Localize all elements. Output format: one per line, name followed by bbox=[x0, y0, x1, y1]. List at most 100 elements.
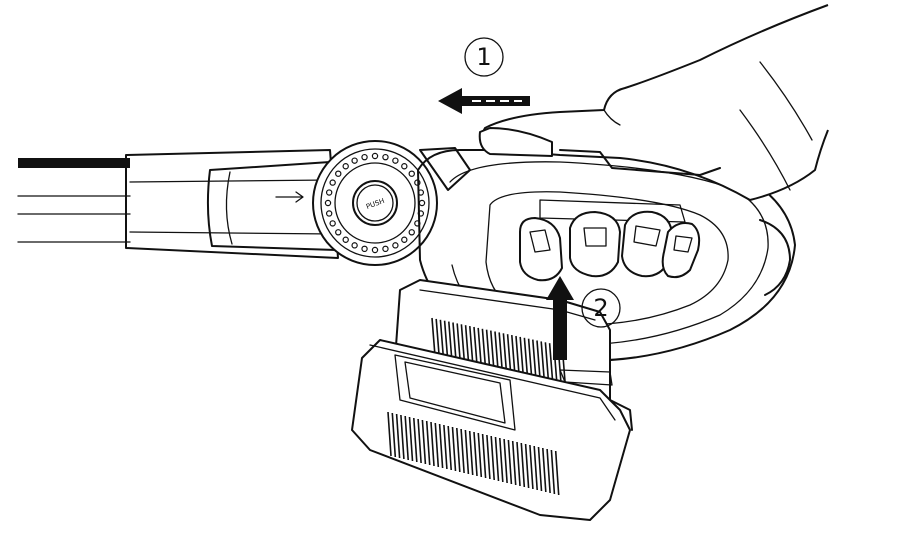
vent-slot bbox=[421, 419, 427, 465]
knob-notch bbox=[392, 242, 399, 249]
step-2-number: 2 bbox=[593, 294, 608, 322]
knob-notch bbox=[361, 245, 368, 253]
vent-slot bbox=[469, 326, 474, 365]
vent-slot bbox=[435, 318, 440, 357]
knob-notch bbox=[335, 170, 342, 177]
knob-notch bbox=[408, 170, 415, 177]
vent-slot bbox=[391, 412, 397, 458]
knob-notch bbox=[324, 199, 332, 207]
vent-slot bbox=[542, 447, 547, 493]
vent-slot bbox=[451, 426, 457, 472]
step-1-number: 1 bbox=[476, 43, 491, 71]
vent-slot bbox=[507, 439, 513, 485]
vent-slot bbox=[486, 434, 491, 480]
knob-notch bbox=[351, 157, 358, 164]
vent-slot bbox=[404, 415, 409, 461]
knob-notch bbox=[392, 157, 399, 164]
vent-slot bbox=[464, 429, 470, 475]
vent-slot bbox=[452, 322, 457, 361]
vent-slot bbox=[554, 450, 560, 496]
vent-slot bbox=[533, 445, 538, 491]
vent-slot bbox=[473, 431, 478, 477]
vent-slot bbox=[448, 321, 453, 360]
vent-slot bbox=[413, 417, 418, 463]
vent-slot bbox=[468, 430, 474, 476]
knob-notch bbox=[329, 220, 336, 227]
vent-slot bbox=[438, 423, 444, 469]
vent-slot bbox=[523, 337, 529, 376]
knob-notch bbox=[382, 245, 389, 253]
vent-slot bbox=[494, 331, 499, 370]
vent-slot bbox=[550, 449, 556, 495]
knob-notch bbox=[371, 152, 379, 160]
battery-pack bbox=[351, 279, 633, 521]
vent-slot bbox=[430, 421, 435, 467]
vent-slot bbox=[548, 343, 554, 382]
vent-slot bbox=[494, 436, 500, 482]
vent-slot bbox=[434, 422, 440, 468]
vent-slot bbox=[499, 437, 504, 483]
knob-notch bbox=[351, 242, 358, 249]
vent-slot bbox=[443, 320, 449, 359]
knob-notch bbox=[342, 163, 349, 170]
vent-slot bbox=[519, 336, 524, 375]
knob-notch bbox=[401, 236, 408, 243]
grip-fingers bbox=[519, 210, 701, 282]
vent-slot bbox=[387, 411, 392, 457]
vent-slot bbox=[529, 444, 534, 490]
vent-slot bbox=[477, 327, 482, 366]
vent-slot bbox=[464, 325, 470, 364]
direction-arrow-icon bbox=[275, 191, 304, 203]
vent-slot bbox=[395, 413, 401, 459]
vent-slot bbox=[511, 335, 516, 374]
vent-slot bbox=[460, 428, 465, 474]
knob-notch bbox=[361, 153, 368, 161]
top-hand bbox=[478, 4, 829, 201]
vent-slot bbox=[516, 441, 521, 487]
vent-slot bbox=[544, 342, 550, 381]
vent-slot bbox=[443, 424, 448, 470]
joint-knob bbox=[312, 140, 438, 266]
vent-slot bbox=[477, 432, 483, 478]
knob-notch bbox=[371, 246, 379, 254]
vent-slot bbox=[498, 332, 503, 371]
vent-slot bbox=[481, 433, 487, 479]
vent-slot bbox=[490, 330, 495, 369]
knob-notch bbox=[325, 189, 333, 196]
vent-slot bbox=[425, 420, 431, 466]
knob-notch bbox=[329, 179, 336, 186]
vent-slot bbox=[447, 425, 452, 471]
vent-slot bbox=[439, 319, 445, 358]
vent-slot bbox=[511, 440, 517, 486]
vent-slot bbox=[417, 418, 422, 464]
vent-slot bbox=[473, 326, 478, 366]
vent-slot bbox=[490, 435, 495, 481]
knob-notch bbox=[342, 236, 349, 243]
vent-slot bbox=[520, 442, 526, 488]
step-1-marker bbox=[464, 37, 504, 77]
vent-slot bbox=[485, 329, 491, 368]
knob-notch bbox=[408, 229, 415, 236]
knob-notch bbox=[335, 229, 342, 236]
vent-slot bbox=[537, 446, 543, 492]
vent-slot bbox=[503, 438, 508, 484]
step-2-marker bbox=[581, 288, 621, 328]
solid-arrow-up-icon bbox=[546, 276, 574, 360]
vent-slot bbox=[431, 317, 436, 357]
knob-notch bbox=[325, 210, 333, 217]
vent-slot bbox=[540, 341, 545, 380]
vent-slot bbox=[408, 416, 414, 462]
vent-slot bbox=[546, 448, 551, 494]
vent-slot bbox=[506, 334, 512, 373]
vent-slot bbox=[502, 333, 508, 372]
tool-shaft bbox=[17, 149, 339, 259]
vent-slot bbox=[532, 339, 537, 378]
knob-notch bbox=[401, 163, 408, 170]
vent-slot bbox=[456, 427, 461, 473]
vent-slot bbox=[400, 414, 405, 460]
dashed-arrow-left-icon bbox=[438, 88, 530, 114]
vent-slot bbox=[515, 335, 520, 375]
vent-slot bbox=[460, 324, 466, 363]
